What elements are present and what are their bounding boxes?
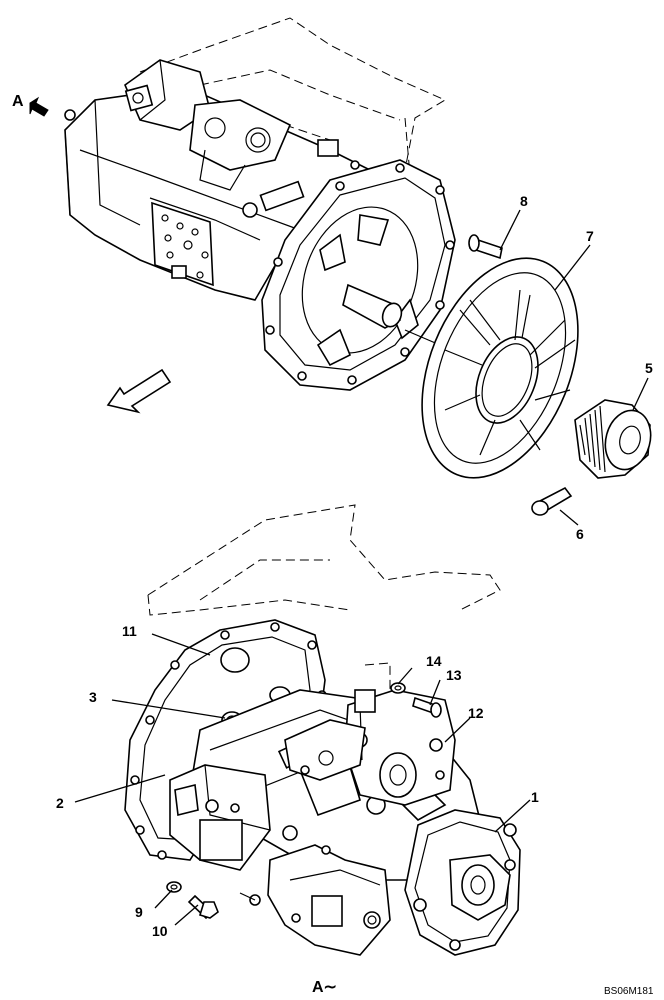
callout-5: 5	[645, 360, 653, 376]
callout-10: 10	[152, 923, 168, 939]
center-bracket	[284, 719, 366, 781]
callout-2: 2	[56, 795, 64, 811]
callout-6: 6	[576, 526, 584, 542]
callout-12: 12	[468, 705, 484, 721]
callout-13: 13	[446, 667, 462, 683]
phantom-engine-outline-bottom	[147, 504, 501, 690]
flywheel-housing-top	[261, 159, 456, 391]
drawing-code: BS06M181	[604, 986, 654, 997]
top-assembly-view	[64, 17, 652, 526]
callout-labels: 8 7 5 6 11 14 13 3 12 1 2 9 10	[56, 193, 653, 939]
callout-7: 7	[586, 228, 594, 244]
callout-11: 11	[122, 623, 137, 639]
part-9-washer	[166, 881, 182, 893]
part-10-bolt	[187, 894, 219, 920]
direction-arrow	[106, 368, 172, 414]
view-a-label: A	[12, 93, 24, 110]
callout-14: 14	[426, 653, 442, 669]
callout-3: 3	[89, 689, 97, 705]
view-a-arrow-icon	[29, 96, 49, 117]
regulator-lower	[239, 844, 391, 956]
callout-1: 1	[531, 789, 539, 805]
pump-end-cover	[404, 809, 521, 956]
part-14-washer	[390, 682, 406, 694]
callout-8: 8	[520, 193, 528, 209]
part-5-gear	[574, 377, 652, 479]
leader-lines-bottom	[74, 633, 531, 926]
view-a-marker: A	[12, 93, 49, 117]
view-caption: A∼	[312, 979, 337, 996]
gear-pump	[344, 689, 456, 806]
callout-9: 9	[135, 904, 143, 920]
part-6-bolt	[531, 486, 579, 526]
bottom-assembly-view	[74, 504, 531, 956]
part-7-coupling	[421, 244, 591, 479]
regulator-left	[169, 764, 298, 871]
part-8-bolt	[468, 209, 521, 260]
